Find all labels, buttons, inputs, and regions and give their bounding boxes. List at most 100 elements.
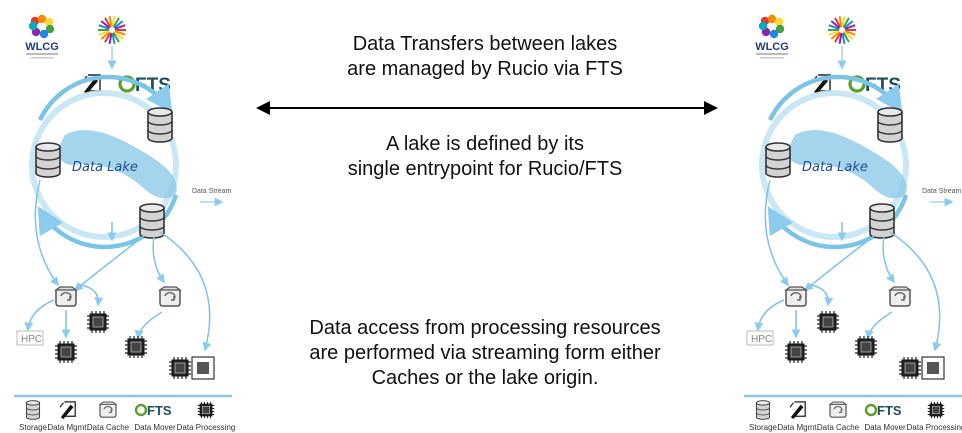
- legend-data-management-label: Data Mgmt.: [777, 423, 818, 432]
- burst-ray: [834, 32, 842, 43]
- hpc-box: [16, 330, 44, 346]
- burst-ray: [104, 17, 112, 28]
- burst-ray: [100, 20, 111, 29]
- data-stream-label: Data Stream: [922, 188, 961, 195]
- legend-data-management-icon: [789, 401, 806, 420]
- data-cache-icon: [889, 286, 911, 307]
- storage-icon: [147, 107, 173, 143]
- logo-dot: [769, 29, 779, 39]
- data-stream-label: Data Stream: [192, 188, 231, 195]
- burst-ray: [113, 20, 124, 29]
- burst-ray: [108, 32, 113, 44]
- statement-line: are managed by Rucio via FTS: [347, 58, 623, 80]
- hpc-box: [746, 330, 774, 346]
- burst-ray: [98, 24, 110, 30]
- cpu-icon: [124, 335, 148, 359]
- flow-arrow: [24, 299, 55, 332]
- statement-line: are performed via streaming form either: [309, 342, 661, 364]
- cpu-icon: [816, 310, 840, 334]
- burst-ray: [111, 16, 116, 28]
- fts-logo-ring: [864, 403, 878, 417]
- lake-ring: [29, 90, 179, 240]
- transfer-arrow-right-head: [704, 101, 718, 115]
- flow-arrow: [159, 231, 212, 352]
- burst-ray: [842, 17, 850, 28]
- lake-circulation-arrow: [767, 194, 909, 250]
- wlcg-logo-text: WLCG: [755, 41, 789, 53]
- burst-ray: [114, 24, 126, 30]
- logo-dot: [775, 24, 785, 34]
- wlcg-subtitle-line: [756, 53, 788, 55]
- legend-fts-logo: FTS: [134, 403, 172, 418]
- cpu-icon: [54, 340, 78, 364]
- burst-ray: [828, 30, 840, 36]
- starburst-icon: [98, 16, 126, 44]
- legend-data-mover-label: Data Mover: [864, 423, 906, 432]
- logo-dot: [39, 29, 49, 39]
- burst-ray: [843, 31, 854, 40]
- legend-data-management-label: Data Mgmt.: [47, 423, 88, 432]
- burst-ray: [114, 30, 126, 36]
- lake-circulation-arrow: [37, 74, 173, 121]
- storage-icon: [877, 107, 903, 143]
- data-lake-label: Data Lake: [72, 160, 138, 175]
- statement-line: A lake is defined by its: [386, 133, 584, 155]
- flow-arrow: [134, 311, 163, 340]
- legend-data-cache-icon: [99, 401, 117, 418]
- flow-arrow: [882, 235, 895, 284]
- statement-line: single entrypoint for Rucio/FTS: [347, 158, 623, 180]
- legend-fts-logo: FTS: [864, 403, 902, 418]
- logo-dot: [45, 24, 55, 34]
- storage-icon: [35, 142, 61, 178]
- burst-ray: [112, 32, 120, 43]
- cpu-icon: [168, 356, 192, 380]
- data-lake-label: Data Lake: [802, 160, 868, 175]
- burst-ray: [841, 16, 846, 28]
- storage-icon: [765, 142, 791, 178]
- burst-ray: [104, 32, 112, 43]
- wlcg-subtitle-line: [760, 57, 784, 59]
- fts-logo-ring: [134, 403, 148, 417]
- wlcg-logo: WLCG: [755, 14, 789, 59]
- burst-ray: [98, 30, 110, 36]
- flow-arrow: [864, 311, 893, 340]
- burst-ray: [838, 32, 843, 44]
- statement-data-access: Data access from processing resources ar…: [245, 316, 725, 391]
- data-cache-icon: [55, 286, 77, 307]
- wlcg-subtitle-line: [26, 53, 58, 55]
- logo-dot: [774, 17, 784, 27]
- wlcg-subtitle-line: [30, 57, 54, 59]
- burst-ray: [842, 32, 850, 43]
- legend-data-cache-icon: [829, 401, 847, 418]
- lake-ring: [759, 90, 909, 240]
- lake-water: [788, 130, 907, 199]
- legend-storage-icon: [25, 400, 41, 420]
- hpc-label: HPC: [21, 334, 42, 345]
- burst-ray: [841, 32, 846, 44]
- flow-arrow: [803, 235, 875, 291]
- legend-data-cache-label: Data Cache: [87, 423, 130, 432]
- gpu-chip: [197, 362, 209, 374]
- lake-circulation-arrow: [37, 194, 179, 250]
- flow-arrow: [889, 231, 942, 352]
- wlcg-logo-text: WLCG: [25, 41, 59, 53]
- legend-data-processing-label: Data Processing: [907, 423, 962, 432]
- burst-ray: [100, 31, 111, 40]
- legend-storage-label: Storage: [19, 423, 48, 432]
- logo-dot: [767, 14, 777, 24]
- burst-ray: [830, 31, 841, 40]
- statement-transfers: Data Transfers between lakes are managed…: [245, 32, 725, 82]
- flow-arrow: [73, 235, 145, 291]
- legend-data-processing-label: Data Processing: [177, 423, 236, 432]
- cpu-icon: [784, 340, 808, 364]
- statement-line: Data Transfers between lakes: [352, 33, 618, 55]
- legend-data-management-icon: [59, 401, 76, 420]
- burst-ray: [834, 17, 842, 28]
- burst-ray: [830, 20, 841, 29]
- lake-circulation-arrow: [767, 74, 903, 121]
- flow-arrow: [809, 284, 834, 307]
- burst-ray: [843, 20, 854, 29]
- legend-data-cache-label: Data Cache: [817, 423, 860, 432]
